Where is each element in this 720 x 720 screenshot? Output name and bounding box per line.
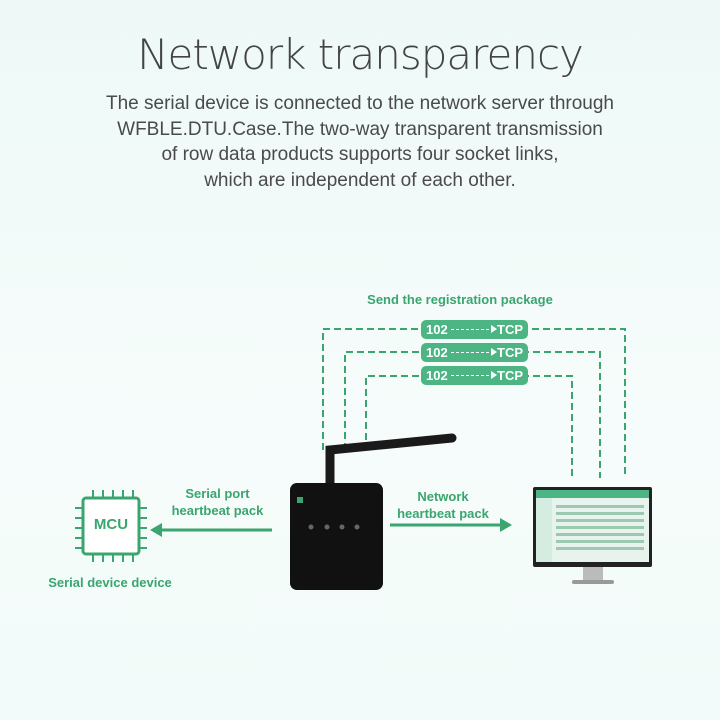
mcu-label: MCU	[93, 516, 129, 533]
packet-badge: 102 TCP	[421, 320, 528, 339]
label-line: Serial port	[185, 486, 250, 501]
packet-badge: 102 TCP	[421, 343, 528, 362]
packet-target: TCP	[497, 368, 523, 383]
label-line: heartbeat pack	[171, 503, 264, 518]
packet-source: 102	[426, 368, 448, 383]
description-line: of row data products supports four socke…	[161, 144, 559, 165]
label-line: heartbeat pack	[397, 506, 489, 521]
device-caption: Serial device device	[48, 575, 172, 590]
network-heartbeat-label: Network heartbeat pack	[383, 488, 503, 522]
monitor-icon	[533, 487, 652, 584]
packet-target: TCP	[497, 345, 523, 360]
packet-source: 102	[426, 345, 448, 360]
arrow-icon	[450, 371, 498, 379]
label-line: Network	[417, 489, 469, 504]
network-arrow	[390, 518, 512, 532]
packet-target: TCP	[497, 322, 523, 337]
serial-heartbeat-label: Serial port heartbeat pack	[155, 485, 280, 519]
arrow-icon	[450, 348, 498, 356]
description-line: The serial device is connected to the ne…	[106, 93, 614, 114]
packet-badge: 102 TCP	[421, 366, 528, 385]
serial-arrow	[150, 523, 272, 537]
description-line: which are independent of each other.	[204, 169, 516, 191]
arrow-icon	[450, 325, 498, 333]
registration-label: Send the registration package	[367, 292, 553, 307]
mcu-chip-icon	[75, 490, 147, 562]
description-line: WFBLE.DTU.Case.The two-way transparent t…	[117, 118, 603, 140]
dtu-device	[290, 433, 457, 590]
description: The serial device is connected to the ne…	[60, 91, 660, 193]
packet-source: 102	[426, 322, 448, 337]
page-title: Network transparency	[137, 30, 584, 79]
